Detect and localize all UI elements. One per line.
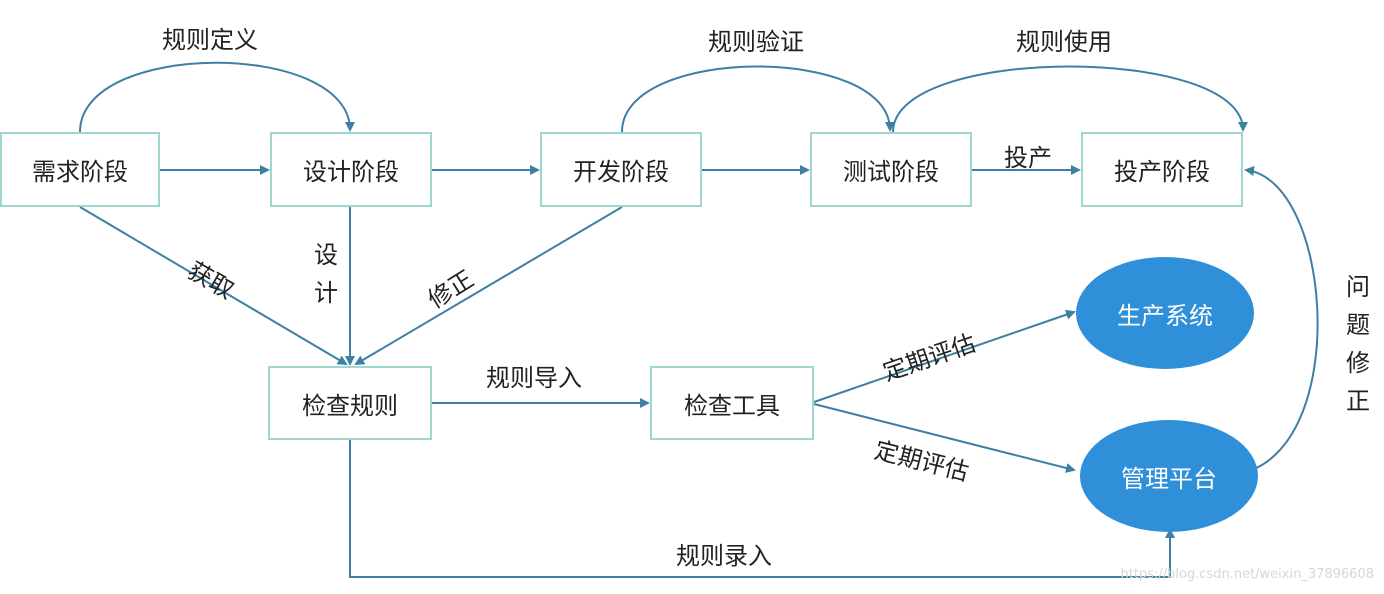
label-rule-usage: 规则使用 [1016,28,1112,56]
label-rule-entry: 规则录入 [676,542,772,570]
node-label: 检查工具 [684,391,780,420]
node-label: 生产系统 [1117,301,1213,330]
node-check-tool: 检查工具 [650,366,814,440]
arrow-rule-usage [892,65,1248,133]
node-production-stage: 投产阶段 [1081,132,1243,207]
arrow-rule-entry [349,440,1175,578]
arrow-obtain [79,206,348,366]
arrow-issue-fix [1244,166,1319,471]
node-design-stage: 设计阶段 [270,132,432,207]
node-check-rules: 检查规则 [268,366,432,440]
node-development-stage: 开发阶段 [540,132,702,207]
arrow-rule-validation [621,65,895,133]
node-testing-stage: 测试阶段 [810,132,972,207]
node-production-system: 生产系统 [1076,257,1254,369]
label-rule-validation: 规则验证 [708,28,804,56]
label-rule-import: 规则导入 [486,364,582,392]
node-label: 投产阶段 [1114,158,1210,186]
node-label: 检查规则 [302,391,398,420]
arrow-eval-prod-system [813,309,1076,403]
arrow-eval-mgmt-platform [813,403,1076,473]
arrow-revise [354,206,623,366]
node-label: 设计阶段 [303,158,399,186]
node-label: 开发阶段 [573,158,669,186]
node-label: 需求阶段 [32,158,128,186]
node-management-platform: 管理平台 [1080,420,1258,532]
label-go-live: 投产 [1004,144,1052,172]
node-requirement-stage: 需求阶段 [0,132,160,207]
label-issue-fix: 问题修正 [1346,273,1370,415]
watermark: https://blog.csdn.net/weixin_37896608 [1120,567,1374,582]
arrow-rule-definition [79,61,355,133]
node-label: 测试阶段 [843,158,939,186]
node-label: 管理平台 [1121,464,1217,493]
label-rule-definition: 规则定义 [162,26,258,54]
label-design: 设计 [314,241,338,307]
